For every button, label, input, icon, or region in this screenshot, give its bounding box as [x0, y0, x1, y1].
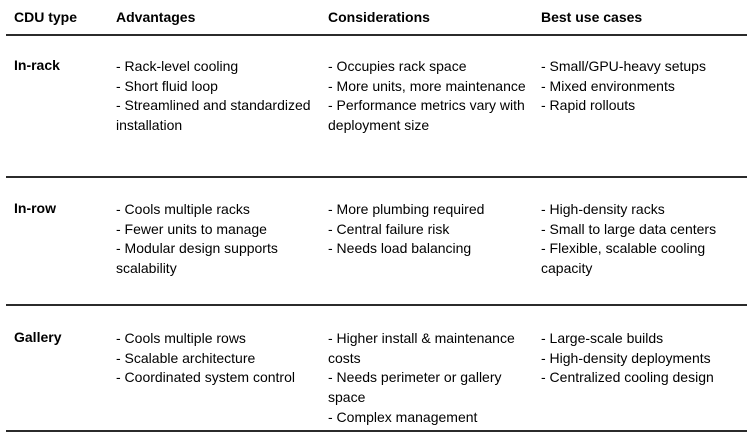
list-item: - More units, more maintenance [328, 77, 526, 94]
list-item: - Fewer units to manage [116, 220, 267, 237]
list-item: - Modular design supports scalability [116, 240, 278, 277]
list-item: - Coordinated system control [116, 369, 295, 386]
best-use-cases-list: - Small/GPU-heavy setups - Mixed environ… [541, 57, 746, 116]
best-use-cases-list: - Large-scale builds - High-density depl… [541, 329, 746, 388]
header-advantages: Advantages [116, 9, 196, 25]
list-item: - High-density deployments [541, 349, 711, 366]
header-best-use-cases: Best use cases [541, 9, 643, 25]
list-item: - Large-scale builds [541, 330, 664, 346]
header-cdu-type: CDU type [14, 9, 78, 25]
list-item: - Occupies rack space [328, 58, 467, 74]
list-item: - Needs load balancing [328, 240, 472, 257]
row-divider [6, 304, 747, 306]
list-item: - Centralized cooling design [541, 369, 714, 386]
list-item: - Central failure risk [328, 220, 450, 237]
advantages-list: - Cools multiple rows - Scalable archite… [116, 329, 316, 388]
list-item: - High-density racks [541, 201, 665, 217]
list-item: - Scalable architecture [116, 349, 256, 366]
row-type-label: In-rack [14, 57, 60, 73]
considerations-list: - Occupies rack space - More units, more… [328, 57, 528, 136]
list-item: - Small to large data centers [541, 220, 717, 237]
list-item: - Cools multiple racks [116, 201, 250, 217]
list-item: - Higher install & maintenance costs [328, 330, 515, 366]
list-item: - Performance metrics vary with deployme… [328, 97, 525, 134]
table-header: CDU type Advantages Considerations Best … [0, 9, 751, 29]
list-item: - Rapid rollouts [541, 97, 636, 114]
bottom-divider [6, 430, 747, 432]
list-item: - Short fluid loop [116, 77, 218, 94]
row-type-label: In-row [14, 200, 56, 216]
list-item: - Small/GPU-heavy setups [541, 58, 706, 74]
row-type-label: Gallery [14, 329, 62, 345]
list-item: - Mixed environments [541, 77, 675, 94]
list-item: - Rack-level cooling [116, 58, 239, 74]
advantages-list: - Rack-level cooling - Short fluid loop … [116, 57, 316, 136]
list-item: - Complex management [328, 408, 478, 425]
considerations-list: - More plumbing required - Central failu… [328, 200, 528, 259]
list-item: - Flexible, scalable cooling capacity [541, 240, 706, 277]
list-item: - Needs perimeter or gallery space [328, 369, 502, 406]
list-item: - Cools multiple rows [116, 330, 246, 346]
considerations-list: - Higher install & maintenance costs - N… [328, 329, 528, 428]
list-item: - More plumbing required [328, 201, 485, 217]
list-item: - Streamlined and standardized installat… [116, 97, 311, 134]
advantages-list: - Cools multiple racks - Fewer units to … [116, 200, 316, 279]
best-use-cases-list: - High-density racks - Small to large da… [541, 200, 746, 279]
row-divider [6, 176, 747, 178]
header-divider [6, 34, 747, 36]
header-considerations: Considerations [328, 9, 430, 25]
